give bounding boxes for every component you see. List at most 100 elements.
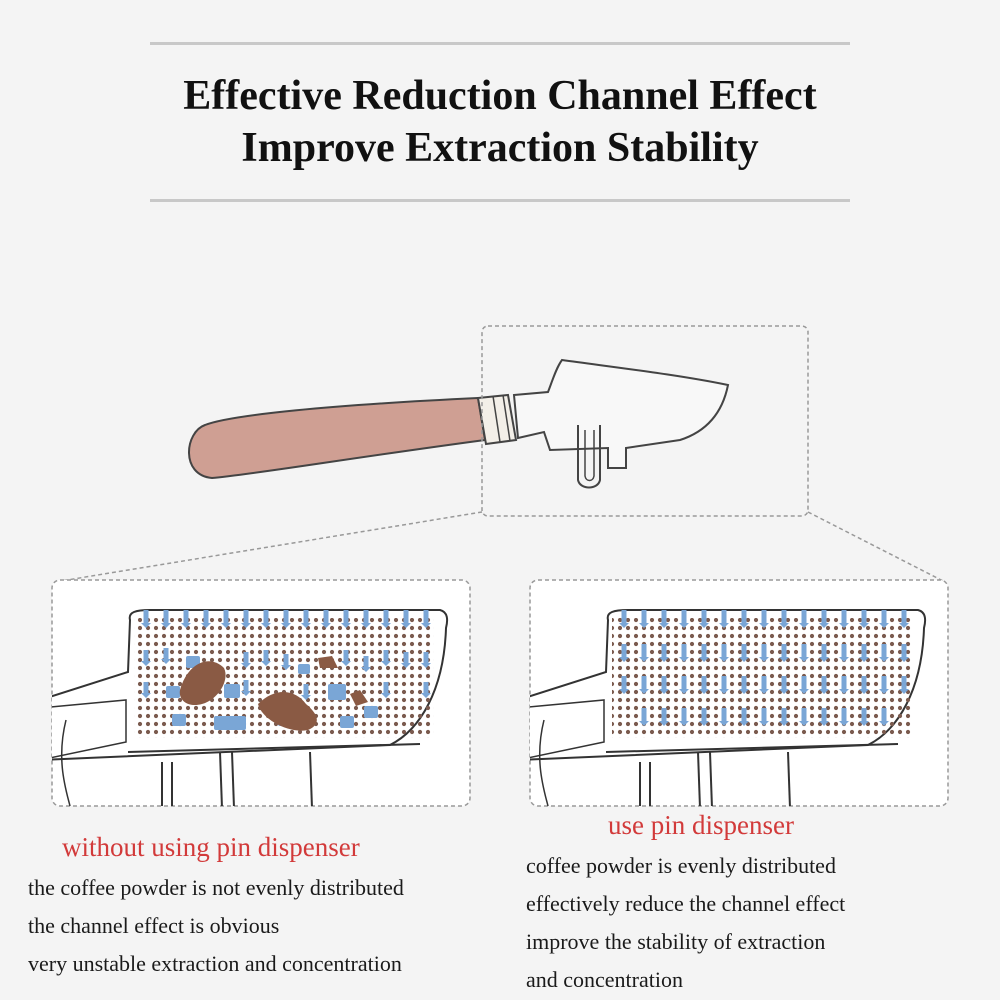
flow-arrow — [679, 644, 689, 662]
flow-arrow — [759, 676, 769, 694]
left-detail-panel — [51, 579, 471, 807]
bottom-divider — [150, 199, 850, 202]
water-pocket — [298, 664, 310, 674]
flow-arrow — [241, 680, 251, 696]
flow-arrow — [401, 610, 411, 628]
right-detail-panel — [529, 579, 949, 807]
flow-arrow — [639, 644, 649, 662]
flow-arrow — [619, 644, 629, 662]
water-flow-arrows-right — [619, 610, 909, 726]
flow-arrow — [201, 610, 211, 628]
flow-arrow — [859, 644, 869, 662]
flow-arrow — [799, 644, 809, 662]
flow-arrow — [839, 644, 849, 662]
water-pocket — [166, 686, 180, 698]
left-description-line: the channel effect is obvious — [28, 913, 280, 938]
flow-arrow — [421, 610, 431, 628]
flow-arrow — [879, 644, 889, 662]
flow-arrow — [381, 610, 391, 628]
flow-arrow — [699, 644, 709, 662]
flow-arrow — [879, 610, 889, 628]
flow-arrow — [819, 644, 829, 662]
coffee-clump — [318, 656, 338, 668]
flow-arrow — [181, 610, 191, 628]
portafilter-handle — [188, 396, 487, 480]
right-description-line: effectively reduce the channel effect — [526, 891, 846, 916]
flow-arrow — [679, 676, 689, 694]
flow-arrow — [381, 650, 391, 666]
flow-arrow — [859, 610, 869, 628]
flow-arrow — [719, 644, 729, 662]
flow-arrow — [341, 650, 351, 666]
water-pocket — [364, 706, 378, 718]
flow-arrow — [659, 676, 669, 694]
right-description-line: and concentration — [526, 967, 683, 992]
flow-arrow — [141, 650, 151, 666]
flow-arrow — [779, 610, 789, 628]
left-description-line: very unstable extraction and concentrati… — [28, 951, 402, 976]
top-divider — [150, 42, 850, 45]
flow-arrow — [719, 610, 729, 628]
coffee-clump — [258, 691, 317, 731]
flow-arrow — [859, 708, 869, 726]
water-pocket — [340, 716, 354, 728]
spout — [577, 425, 601, 489]
flow-arrow — [401, 652, 411, 668]
flow-arrow — [759, 610, 769, 628]
flow-arrow — [381, 682, 391, 698]
flow-arrow — [719, 708, 729, 726]
flow-arrow — [699, 708, 709, 726]
flow-arrow — [799, 610, 809, 628]
flow-arrow — [719, 676, 729, 694]
flow-arrow — [679, 610, 689, 628]
flow-arrow — [421, 682, 431, 698]
left-description: the coffee powder is not evenly distribu… — [28, 869, 404, 983]
flow-arrow — [699, 676, 709, 694]
flow-arrow — [779, 644, 789, 662]
flow-arrow — [141, 610, 151, 628]
portafilter-basket — [512, 358, 730, 469]
flow-arrow — [281, 654, 291, 670]
flow-arrow — [619, 676, 629, 694]
flow-arrow — [301, 610, 311, 628]
flow-arrow — [779, 708, 789, 726]
flow-arrow — [759, 708, 769, 726]
flow-arrow — [879, 708, 889, 726]
flow-arrow — [739, 708, 749, 726]
right-caption: use pin dispenser — [608, 810, 794, 840]
flow-arrow — [281, 610, 291, 628]
water-pocket — [172, 714, 186, 726]
zoom-frame — [481, 325, 809, 517]
flow-arrow — [341, 610, 351, 628]
coffee-clump — [179, 661, 226, 706]
flow-arrow — [739, 676, 749, 694]
flow-arrow — [221, 610, 231, 628]
flow-arrow — [899, 610, 909, 628]
flow-arrow — [241, 610, 251, 628]
flow-arrow — [799, 708, 809, 726]
page-title-line-2: Improve Extraction Stability — [241, 125, 759, 171]
flow-arrow — [779, 676, 789, 694]
flow-arrow — [819, 676, 829, 694]
flow-arrow — [639, 676, 649, 694]
flow-arrow — [799, 676, 809, 694]
water-pocket — [214, 716, 246, 730]
right-description-line: improve the stability of extraction — [526, 929, 826, 954]
flow-arrow — [639, 610, 649, 628]
flow-arrow — [739, 644, 749, 662]
flow-arrow — [899, 676, 909, 694]
flow-arrow — [759, 644, 769, 662]
left-caption: without using pin dispenser — [62, 832, 360, 862]
flow-arrow — [301, 684, 311, 700]
flow-arrow — [361, 656, 371, 672]
flow-arrow — [421, 652, 431, 668]
flow-arrow — [839, 610, 849, 628]
flow-arrow — [879, 676, 889, 694]
flow-arrow — [739, 610, 749, 628]
flow-arrow — [241, 652, 251, 668]
water-pocket — [328, 684, 346, 700]
flow-arrow — [659, 644, 669, 662]
portafilter-illustration — [188, 358, 730, 489]
flow-arrow — [819, 708, 829, 726]
